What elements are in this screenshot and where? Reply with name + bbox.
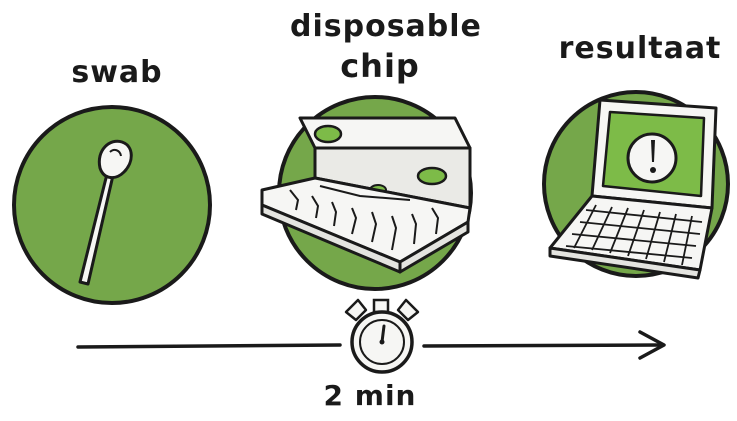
- result-label: resultaat: [558, 31, 722, 66]
- result-step: [542, 90, 730, 280]
- timer-label: 2 min: [323, 379, 417, 412]
- swab-label: swab: [71, 55, 163, 90]
- arrow-icon: [76, 330, 666, 360]
- chip-step: [260, 95, 473, 291]
- swab-circle: [12, 105, 212, 305]
- laptop-icon: [548, 98, 718, 280]
- chip-icon: [260, 116, 472, 274]
- cotton-swab-icon: [78, 139, 133, 286]
- stopwatch-icon: [344, 298, 420, 374]
- chip-label-line2: chip: [340, 47, 420, 85]
- swab-step: [12, 105, 212, 305]
- chip-label-line1: disposable: [290, 9, 482, 44]
